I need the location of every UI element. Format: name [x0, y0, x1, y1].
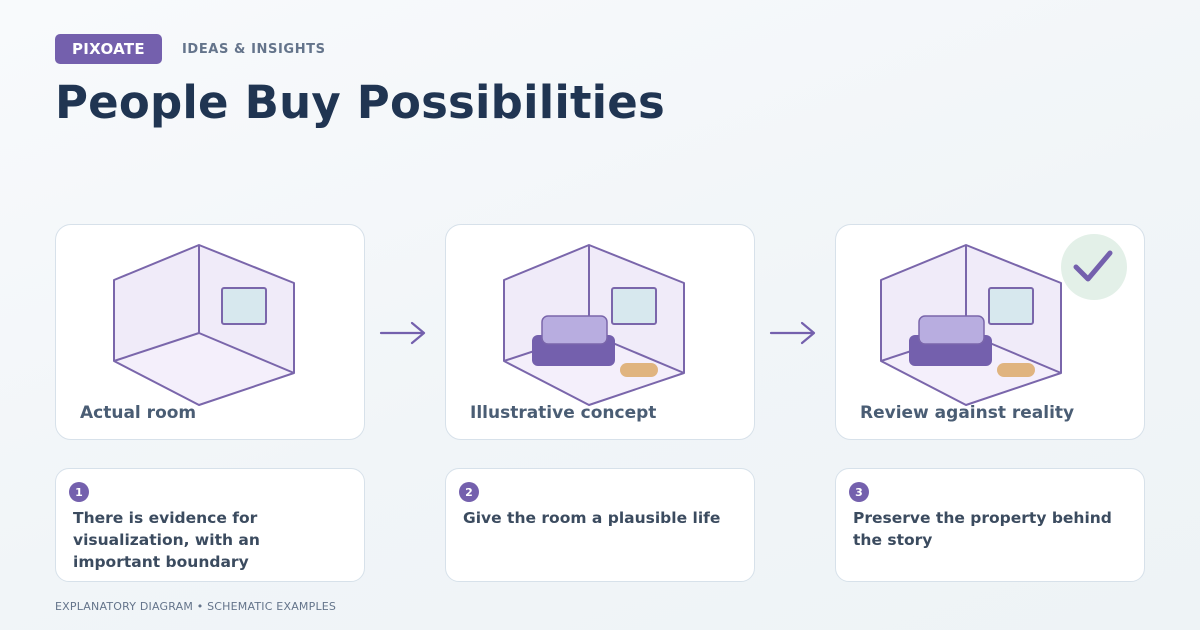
- note-text: Give the room a plausible life: [463, 509, 721, 527]
- note-card-1: 1 There is evidence for visualization, w…: [55, 468, 365, 582]
- section-label: IDEAS & INSIGHTS: [182, 42, 326, 57]
- footer-note: EXPLANATORY DIAGRAM • SCHEMATIC EXAMPLES: [55, 600, 337, 613]
- panel-review-against-reality: Review against reality: [835, 224, 1145, 440]
- furnished-room-icon: [880, 244, 1062, 406]
- brand-badge: PIXOATE: [55, 34, 162, 64]
- furnished-room-icon: [503, 244, 685, 406]
- note-text: Preserve the property behind the story: [853, 509, 1112, 549]
- step-number-badge: 3: [849, 482, 869, 502]
- note-text: There is evidence for visualization, wit…: [73, 509, 260, 571]
- rug-icon: [997, 363, 1035, 377]
- checkmark-icon: [1061, 234, 1127, 300]
- empty-room-icon: [113, 244, 295, 406]
- page-title: People Buy Possibilities: [55, 76, 665, 129]
- panel-caption: Illustrative concept: [470, 403, 657, 423]
- arrow-right-icon: [769, 321, 816, 345]
- note-card-3: 3 Preserve the property behind the story: [835, 468, 1145, 582]
- arrow-right-icon: [379, 321, 426, 345]
- panel-caption: Actual room: [80, 403, 197, 423]
- panel-actual-room: Actual room: [55, 224, 365, 440]
- step-number-badge: 1: [69, 482, 89, 502]
- panel-caption: Review against reality: [860, 403, 1075, 423]
- panel-illustrative-concept: Illustrative concept: [445, 224, 755, 440]
- rug-icon: [620, 363, 658, 377]
- note-card-2: 2 Give the room a plausible life: [445, 468, 755, 582]
- step-number-badge: 2: [459, 482, 479, 502]
